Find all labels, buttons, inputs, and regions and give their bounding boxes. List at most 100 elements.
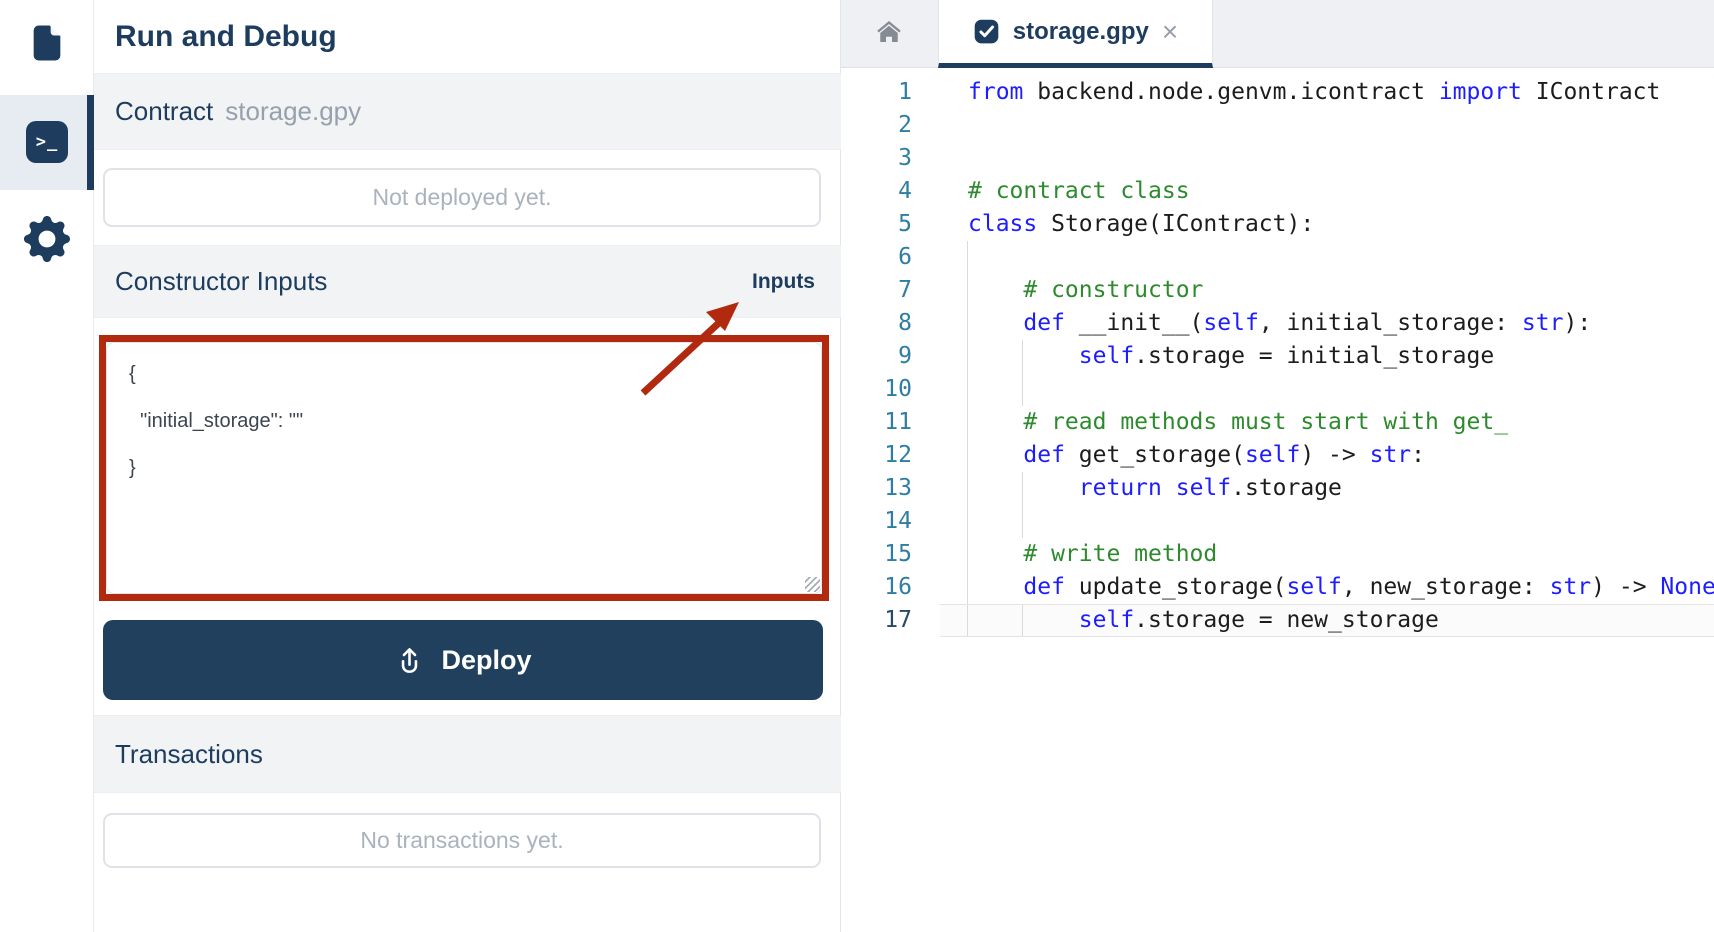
indent-guide <box>967 307 968 340</box>
line-number: 16 <box>884 574 912 600</box>
deploy-status-box: Not deployed yet. <box>103 168 821 227</box>
code-line: 15 # write method <box>841 538 1714 571</box>
deploy-button[interactable]: Deploy <box>103 620 823 700</box>
indent-guide <box>967 241 968 274</box>
deploy-status-text: Not deployed yet. <box>372 184 552 210</box>
code-line-text <box>940 505 1714 538</box>
line-number: 6 <box>898 244 912 270</box>
code-line: 6 <box>841 241 1714 274</box>
tab-label: storage.gpy <box>1012 17 1149 45</box>
line-number: 15 <box>884 541 912 567</box>
line-number: 13 <box>884 475 912 501</box>
tab-storage-gpy[interactable]: storage.gpy × <box>938 0 1213 68</box>
line-number: 11 <box>884 409 912 435</box>
gear-icon <box>24 215 70 265</box>
file-icon <box>27 22 67 67</box>
indent-guide <box>967 406 968 439</box>
indent-guide <box>967 605 968 636</box>
code-line: 2 <box>841 109 1714 142</box>
transactions-label: Transactions <box>115 738 263 769</box>
files-button[interactable] <box>0 0 94 88</box>
code-area[interactable]: 1 from backend.node.genvm.icontract impor… <box>841 68 1714 932</box>
line-number: 8 <box>898 310 912 336</box>
code-line-text <box>940 142 1714 175</box>
line-number: 14 <box>884 508 912 534</box>
transactions-header: Transactions <box>94 715 841 793</box>
code-editor: storage.gpy × 1 from backend.node.genvm.i… <box>841 0 1714 932</box>
code-line: 10 <box>841 373 1714 406</box>
activity-bar: >_ <box>0 0 94 932</box>
code-line-text: # write method <box>940 538 1714 571</box>
code-line: 14 <box>841 505 1714 538</box>
line-number: 9 <box>898 343 912 369</box>
deploy-button-label: Deploy <box>441 644 532 675</box>
terminal-icon: >_ <box>26 121 68 163</box>
contract-section-header: Contract storage.gpy <box>94 73 841 150</box>
home-icon <box>873 17 905 50</box>
code-line-text: self.storage = initial_storage <box>940 340 1714 373</box>
indent-guide <box>967 340 968 373</box>
indent-guide <box>1022 605 1024 636</box>
code-line-text: def get_storage(self) -> str: <box>940 439 1714 472</box>
code-line: 1 from backend.node.genvm.icontract impor… <box>841 76 1714 109</box>
line-number: 3 <box>898 145 912 171</box>
code-line: 17 self.storage = new_storage <box>841 604 1714 637</box>
editor-tab-bar: storage.gpy × <box>841 0 1714 68</box>
line-number: 7 <box>898 277 912 303</box>
close-icon[interactable]: × <box>1161 15 1179 47</box>
indent-guide <box>1022 340 1024 373</box>
check-square-icon <box>973 18 1000 45</box>
code-line: 5 class Storage(IContract): <box>841 208 1714 241</box>
contract-file-name: storage.gpy <box>225 96 362 126</box>
code-line-text: # constructor <box>940 274 1714 307</box>
constructor-inputs-header: Constructor Inputs Inputs <box>94 245 841 318</box>
code-line: 13 return self.storage <box>841 472 1714 505</box>
line-number: 10 <box>884 376 912 402</box>
code-line-text: def update_storage(self, new_storage: st… <box>940 571 1714 604</box>
resize-grip[interactable] <box>805 577 820 592</box>
constructor-inputs-textarea[interactable]: { "initial_storage": "" } <box>106 342 822 594</box>
indent-guide <box>967 472 968 505</box>
indent-guide <box>1022 505 1024 538</box>
active-rail-item-run-debug: >_ <box>0 95 94 190</box>
indent-guide <box>967 571 968 604</box>
code-line-text: self.storage = new_storage <box>940 604 1714 637</box>
indent-guide <box>967 373 968 406</box>
indent-guide <box>967 505 968 538</box>
indent-guide <box>967 274 968 307</box>
line-number: 4 <box>898 178 912 204</box>
code-line-text <box>940 373 1714 406</box>
code-line-text <box>940 109 1714 142</box>
active-indicator-bar <box>87 95 94 190</box>
code-line-text: def __init__(self, initial_storage: str)… <box>940 307 1714 340</box>
code-line: 12 def get_storage(self) -> str: <box>841 439 1714 472</box>
transactions-empty-text: No transactions yet. <box>360 827 564 853</box>
indent-guide <box>1022 373 1024 406</box>
code-line-text: return self.storage <box>940 472 1714 505</box>
code-line: 11 # read methods must start with get_ <box>841 406 1714 439</box>
constructor-inputs-highlight-box: { "initial_storage": "" } <box>99 335 829 601</box>
settings-button[interactable] <box>0 196 94 284</box>
code-line-text: class Storage(IContract): <box>968 211 1315 237</box>
inputs-toggle[interactable]: Inputs <box>752 269 815 293</box>
code-line: 16 def update_storage(self, new_storage:… <box>841 571 1714 604</box>
transactions-empty-box: No transactions yet. <box>103 813 821 868</box>
code-line-text: # read methods must start with get_ <box>940 406 1714 439</box>
code-line-text: from backend.node.genvm.icontract import… <box>968 79 1661 105</box>
page-title: Run and Debug <box>115 19 337 53</box>
run-debug-button[interactable]: >_ <box>0 98 94 186</box>
line-number: 17 <box>884 607 912 633</box>
home-tab[interactable] <box>865 0 913 67</box>
code-line: 3 <box>841 142 1714 175</box>
line-number: 1 <box>898 79 912 105</box>
contract-label: Contract <box>115 96 214 126</box>
line-number: 12 <box>884 442 912 468</box>
line-number: 2 <box>898 112 912 138</box>
indent-guide <box>967 538 968 571</box>
run-debug-panel: Run and Debug Contract storage.gpy Not d… <box>94 0 841 932</box>
upload-icon <box>394 645 425 676</box>
code-line: 7 # constructor <box>841 274 1714 307</box>
code-line: 8 def __init__(self, initial_storage: st… <box>841 307 1714 340</box>
line-number: 5 <box>898 211 912 237</box>
